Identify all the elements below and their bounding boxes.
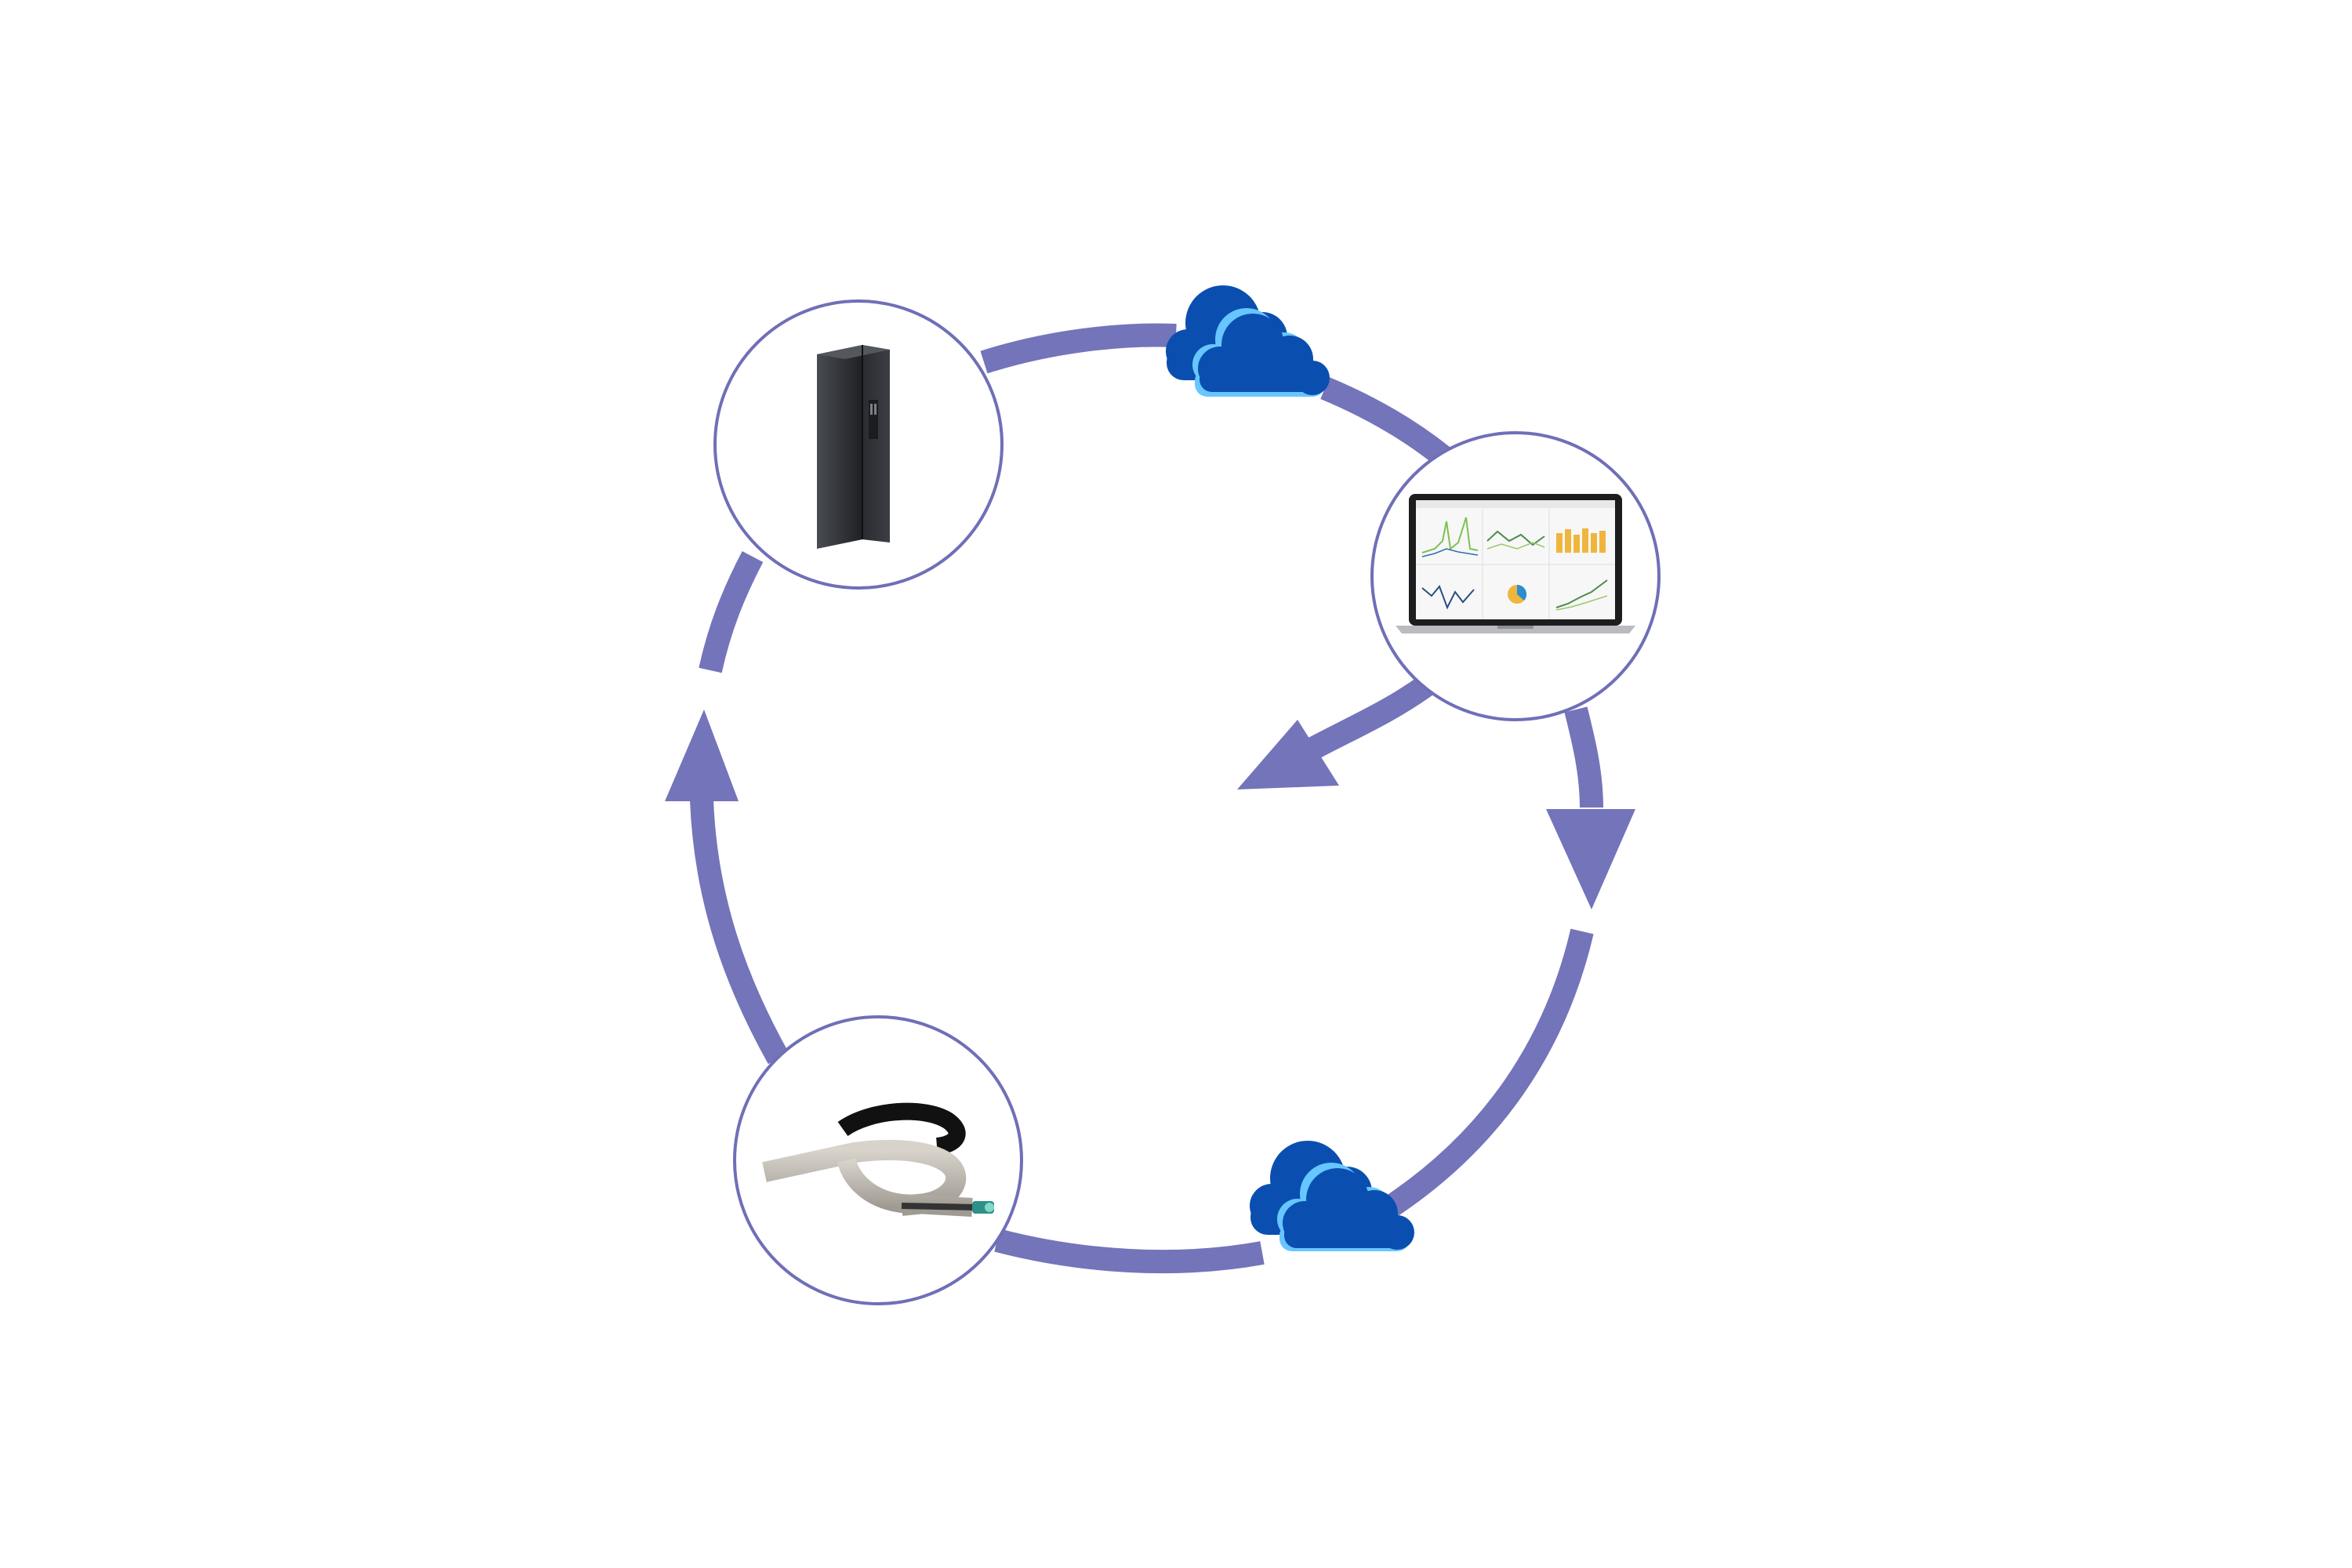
- loop-path: [690, 323, 1603, 1274]
- loop-segment-right: [1564, 706, 1603, 808]
- node-server-rack[interactable]: [713, 299, 1004, 590]
- loop-segment-left-bottom: [690, 799, 789, 1065]
- server-rack-icon: [817, 345, 890, 549]
- loop-segment-left-top: [699, 551, 764, 673]
- loop-segment-bottom-right: [1377, 928, 1594, 1221]
- arrow-left-up: [665, 710, 739, 801]
- arrow-right-down: [1546, 809, 1635, 909]
- cloud-icon: [1166, 285, 1330, 397]
- loop-segment-top: [980, 323, 1177, 374]
- loop-segment-top-right: [1320, 377, 1450, 466]
- node-sensor-cable[interactable]: [733, 1015, 1023, 1305]
- sensor-cable-icon: [762, 1102, 994, 1217]
- cloud-top: [1166, 285, 1330, 397]
- node-laptop-dashboard[interactable]: [1370, 431, 1661, 721]
- arrow-center-inward: [1237, 720, 1339, 789]
- loop-segment-bottom: [994, 1229, 1265, 1274]
- cloud-icon: [1250, 1141, 1414, 1251]
- loop-segment-center-inward: [1299, 673, 1436, 764]
- cloud-bottom: [1250, 1141, 1414, 1251]
- laptop-dashboard-icon: [1396, 494, 1635, 633]
